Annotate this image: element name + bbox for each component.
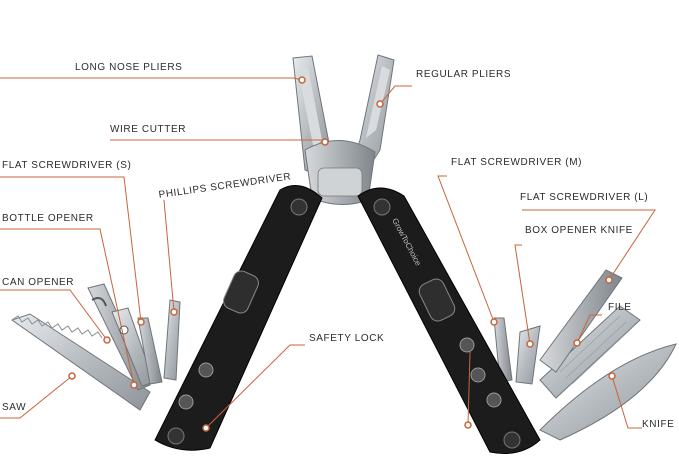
leader-long-nose-pliers [0, 77, 303, 81]
dot-bottle-opener [130, 381, 138, 389]
right-handle [357, 187, 541, 454]
label-knife: KNIFE [642, 419, 675, 430]
flat-screwdriver-l-blade [539, 269, 623, 373]
dot-long-nose-pliers [298, 76, 306, 84]
leader-flat-screwdriver-m [437, 175, 495, 323]
dot-flat-screwdriver-l [605, 276, 613, 284]
flat-screwdriver-s-blade [137, 317, 163, 385]
leader-wire-cutter [110, 139, 326, 143]
dot-flat-screwdriver-m [490, 318, 498, 326]
leader-knife [611, 375, 642, 429]
leader-bottle-opener [0, 228, 135, 386]
leader-saw [0, 375, 73, 419]
label-long-nose-pliers: LONG NOSE PLIERS [75, 62, 183, 73]
label-safety-lock: SAFETY LOCK [309, 333, 385, 344]
label-can-opener: CAN OPENER [2, 277, 75, 288]
phillips-screwdriver-blade [163, 299, 181, 381]
pliers-pivot [304, 140, 376, 205]
label-flat-screwdriver-s: FLAT SCREWDRIVER (S) [2, 160, 132, 171]
label-saw: SAW [2, 402, 27, 413]
label-flat-screwdriver-l: FLAT SCREWDRIVER (L) [520, 192, 649, 203]
dot-saw [68, 372, 76, 380]
knife-blade [539, 343, 677, 441]
leader-safety-lock [205, 344, 305, 429]
dot-flat-screwdriver-s [137, 318, 145, 326]
leader-flat-screwdriver-l [522, 209, 656, 281]
dot-phillips-screwdriver [170, 308, 178, 316]
dot-box-opener-knife [526, 340, 534, 348]
leader-safety-lock-right [467, 351, 471, 426]
left-handle [154, 185, 323, 451]
leader-regular-pliers [379, 85, 412, 105]
label-bottle-opener: BOTTLE OPENER [2, 213, 94, 224]
leader-phillips-screwdriver [163, 199, 175, 313]
label-file: FILE [608, 302, 632, 313]
leader-box-opener-knife [514, 244, 531, 345]
leader-file [576, 314, 602, 344]
label-regular-pliers: REGULAR PLIERS [416, 69, 512, 80]
dot-can-opener [103, 336, 111, 344]
label-box-opener-knife: BOX OPENER KNIFE [525, 225, 633, 236]
box-opener-knife-blade [515, 325, 541, 385]
marker-dots [68, 76, 616, 432]
dot-safety-lock [202, 424, 210, 432]
dot-safety-lock-right [464, 421, 472, 429]
label-wire-cutter: WIRE CUTTER [110, 124, 187, 135]
leader-can-opener [0, 289, 108, 341]
dot-regular-pliers [376, 100, 384, 108]
dot-knife [608, 372, 616, 380]
dot-wire-cutter [321, 138, 329, 146]
leader-flat-screwdriver-s [0, 176, 142, 323]
dot-file [573, 339, 581, 347]
label-flat-screwdriver-m: FLAT SCREWDRIVER (M) [451, 157, 583, 168]
file-blade [539, 305, 641, 399]
saw-blade [10, 313, 151, 411]
